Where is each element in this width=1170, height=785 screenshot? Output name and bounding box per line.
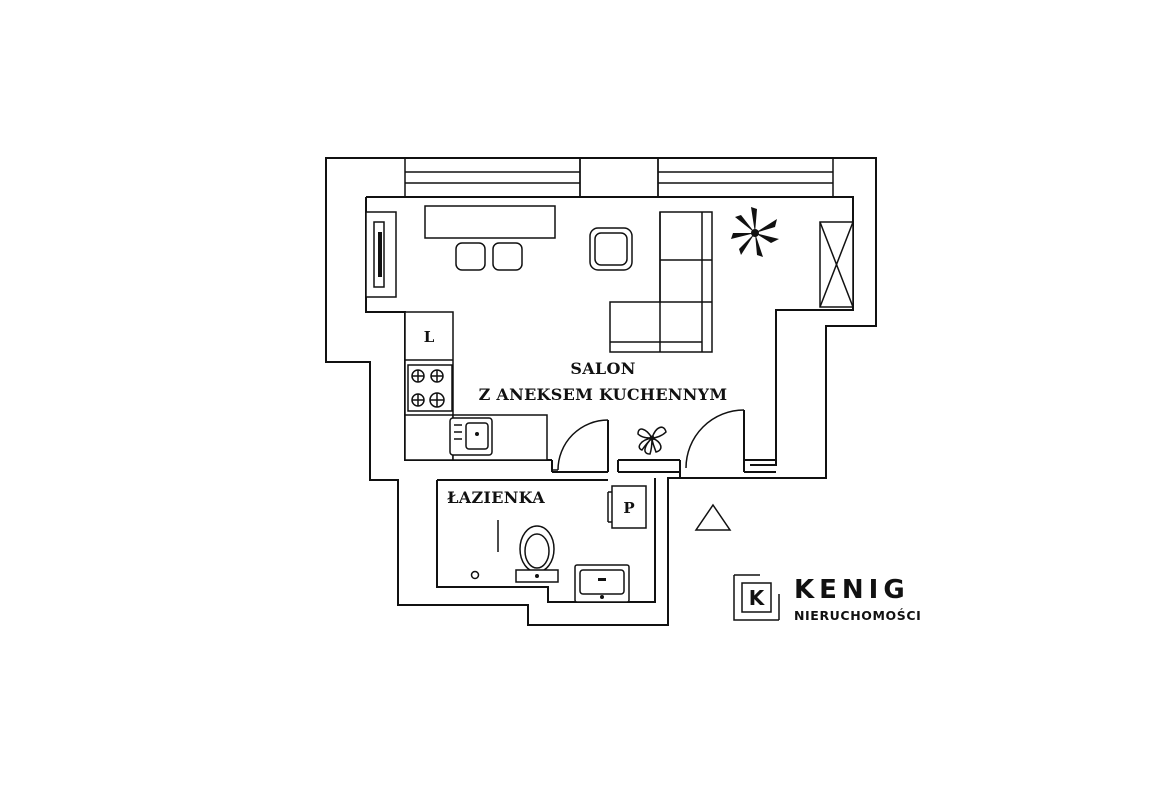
living-room-label-line1: SALON [570,359,635,378]
bathroom-sink [574,564,630,603]
shower [470,520,499,580]
logo: K KENIG NIERUCHOMOŚCI [733,574,921,623]
corner-sofa [609,211,713,353]
kitchen-sink [449,417,493,456]
cooktop [407,364,453,412]
armchair [589,227,633,271]
bathroom-label: ŁAZIENKA [447,488,545,507]
washer-label: P [623,499,634,517]
logo-subtitle: NIERUCHOMOŚCI [794,608,921,623]
fridge-label: L [424,328,435,346]
window-left [404,157,581,198]
door-entrance[interactable] [685,409,745,472]
door-bathroom[interactable] [552,419,609,472]
outer-wall [325,157,877,626]
chair-left [455,242,486,271]
plant-icon-small [637,426,667,455]
chair-right [492,242,523,271]
wall-pier [579,157,659,198]
logo-name: KENIG [794,575,910,605]
tv-cabinet [365,211,397,298]
window-right [657,157,834,198]
wardrobe [819,221,854,308]
living-room-label-line2: Z ANEKSEM KUCHENNYM [479,385,728,404]
logo-mark-letter: K [749,586,766,610]
dining-table [424,205,556,239]
entrance-triangle-icon [694,503,732,531]
logo-mark: K [733,574,780,621]
toilet [515,525,559,583]
inner-wall-bathroom [436,478,656,603]
washing-machine [607,485,647,529]
plant-icon [731,207,779,257]
bathroom-partition [551,459,776,478]
